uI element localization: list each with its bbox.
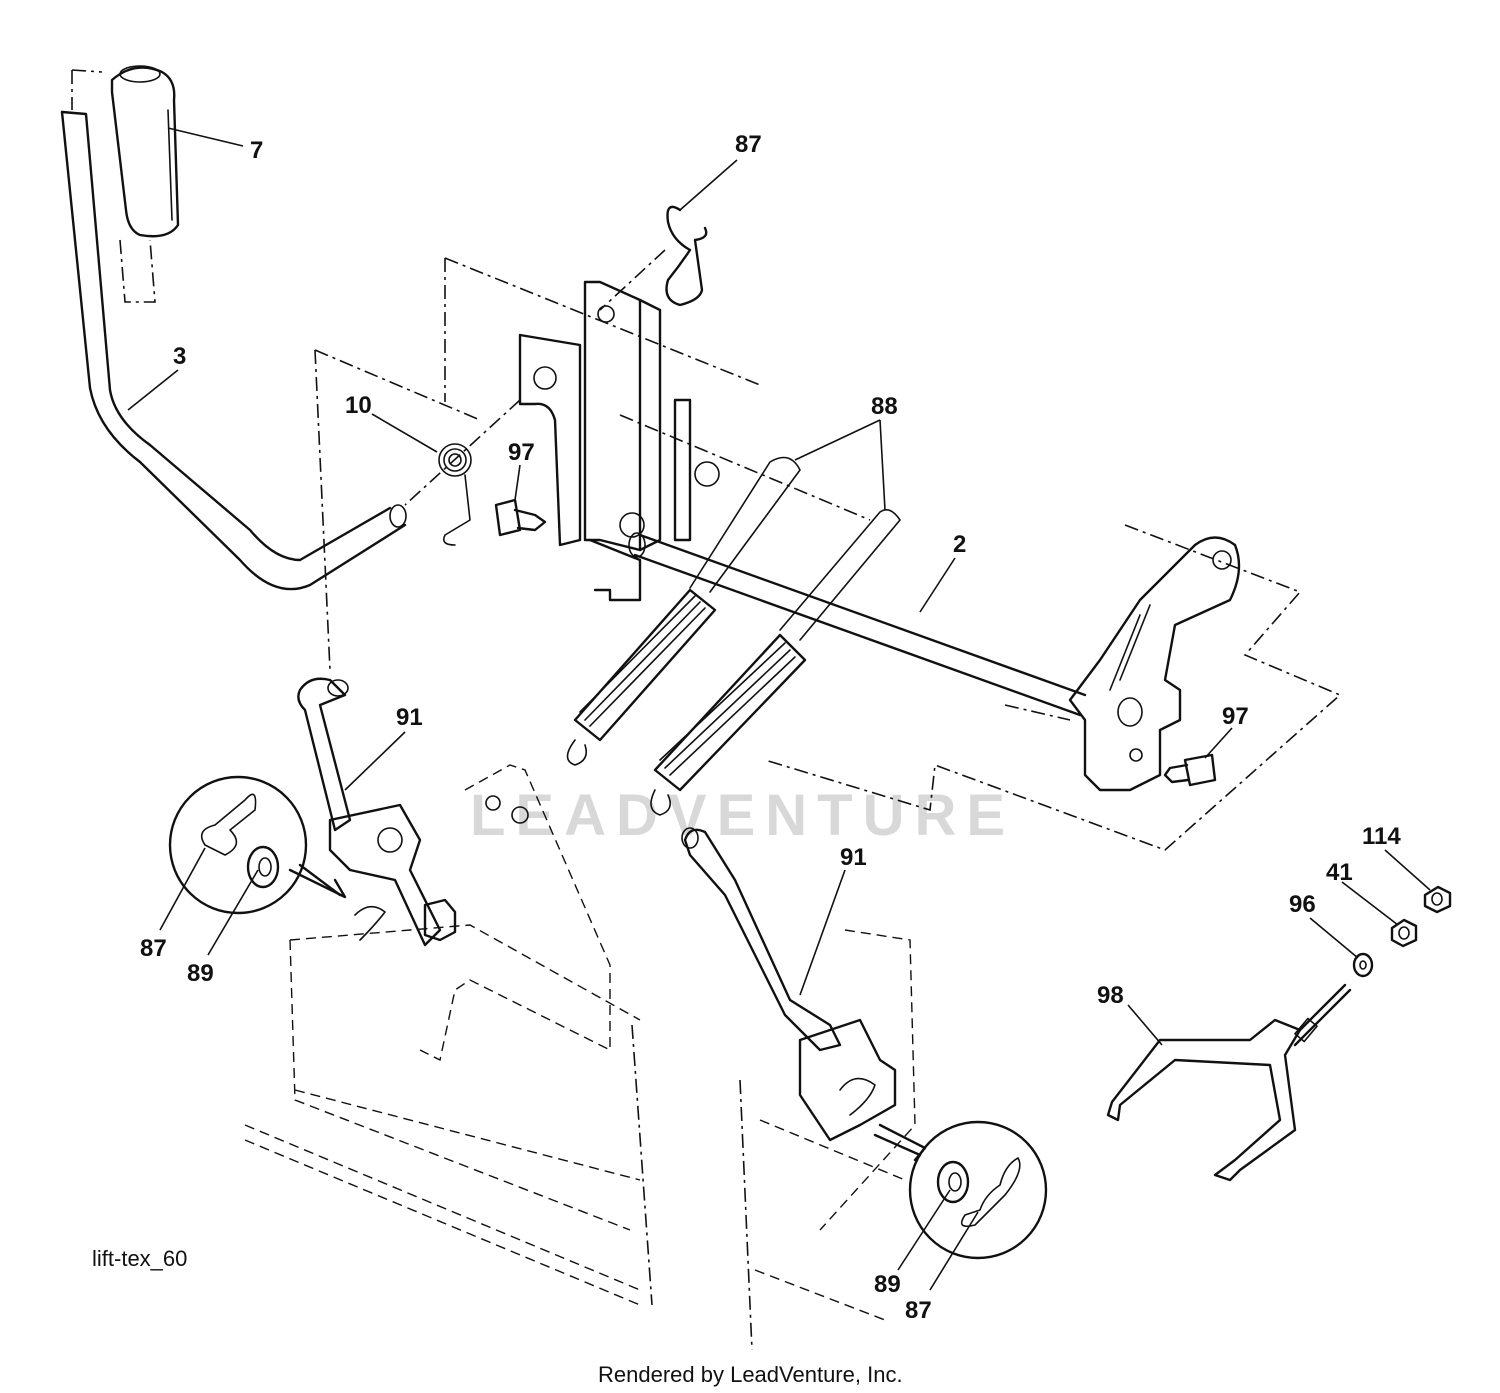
assembly-lines [314, 249, 1342, 851]
diagram-code: lift-tex_60 [92, 1246, 187, 1271]
shoulder-bolt-right-part [1163, 753, 1217, 787]
detail-circle-right [873, 1120, 1048, 1260]
callout-91-left: 91 [396, 704, 423, 731]
callout-114: 114 [1362, 823, 1401, 850]
detail-circle-left [168, 775, 347, 915]
left-pivot-bracket [328, 803, 457, 947]
callout-labels: 7 3 87 10 97 88 2 91 97 87 89 91 114 41 … [140, 131, 1401, 1324]
deck-plate-left [244, 764, 653, 1306]
lift-link-left-part [297, 677, 352, 832]
callout-2: 2 [953, 531, 966, 558]
callout-97-right: 97 [1222, 703, 1249, 730]
callout-10: 10 [345, 392, 372, 419]
callout-41: 41 [1326, 859, 1353, 886]
lift-arm-right [1068, 536, 1241, 792]
lift-link-right-part [681, 827, 842, 1052]
lift-shaft-part [628, 532, 1087, 717]
callout-87-left: 87 [140, 935, 167, 962]
right-pivot-bracket [798, 1018, 897, 1142]
front-hanger-part [1106, 983, 1352, 1182]
callout-98: 98 [1097, 982, 1124, 1009]
mounting-bracket [518, 280, 720, 602]
callout-3: 3 [173, 343, 186, 370]
watermark-text: LEADVENTURE [470, 783, 1015, 848]
deck-plate-right [739, 929, 916, 1351]
callout-97-left: 97 [508, 439, 535, 466]
washer-part [1352, 952, 1374, 978]
callout-87-top: 87 [735, 131, 762, 158]
callout-7: 7 [250, 137, 263, 164]
handle-grip-part [110, 65, 180, 303]
callout-leaders [127, 127, 1431, 1291]
lift-handle-rod-part [60, 69, 407, 591]
callout-88: 88 [871, 393, 898, 420]
credit-text: Rendered by LeadVenture, Inc. [598, 1362, 903, 1387]
lift-springs-part [566, 456, 901, 816]
hex-nut-part [1390, 918, 1418, 948]
lock-nut-part [1423, 885, 1452, 914]
callout-87-right: 87 [905, 1297, 932, 1324]
shoulder-bolt-left-part [494, 498, 547, 537]
torsion-spring-part [438, 443, 472, 546]
callout-89-right: 89 [874, 1271, 901, 1298]
callout-91-right: 91 [840, 844, 867, 871]
hairpin-clip-top-part [665, 205, 708, 307]
callout-89-left: 89 [187, 960, 214, 987]
callout-96: 96 [1289, 891, 1316, 918]
